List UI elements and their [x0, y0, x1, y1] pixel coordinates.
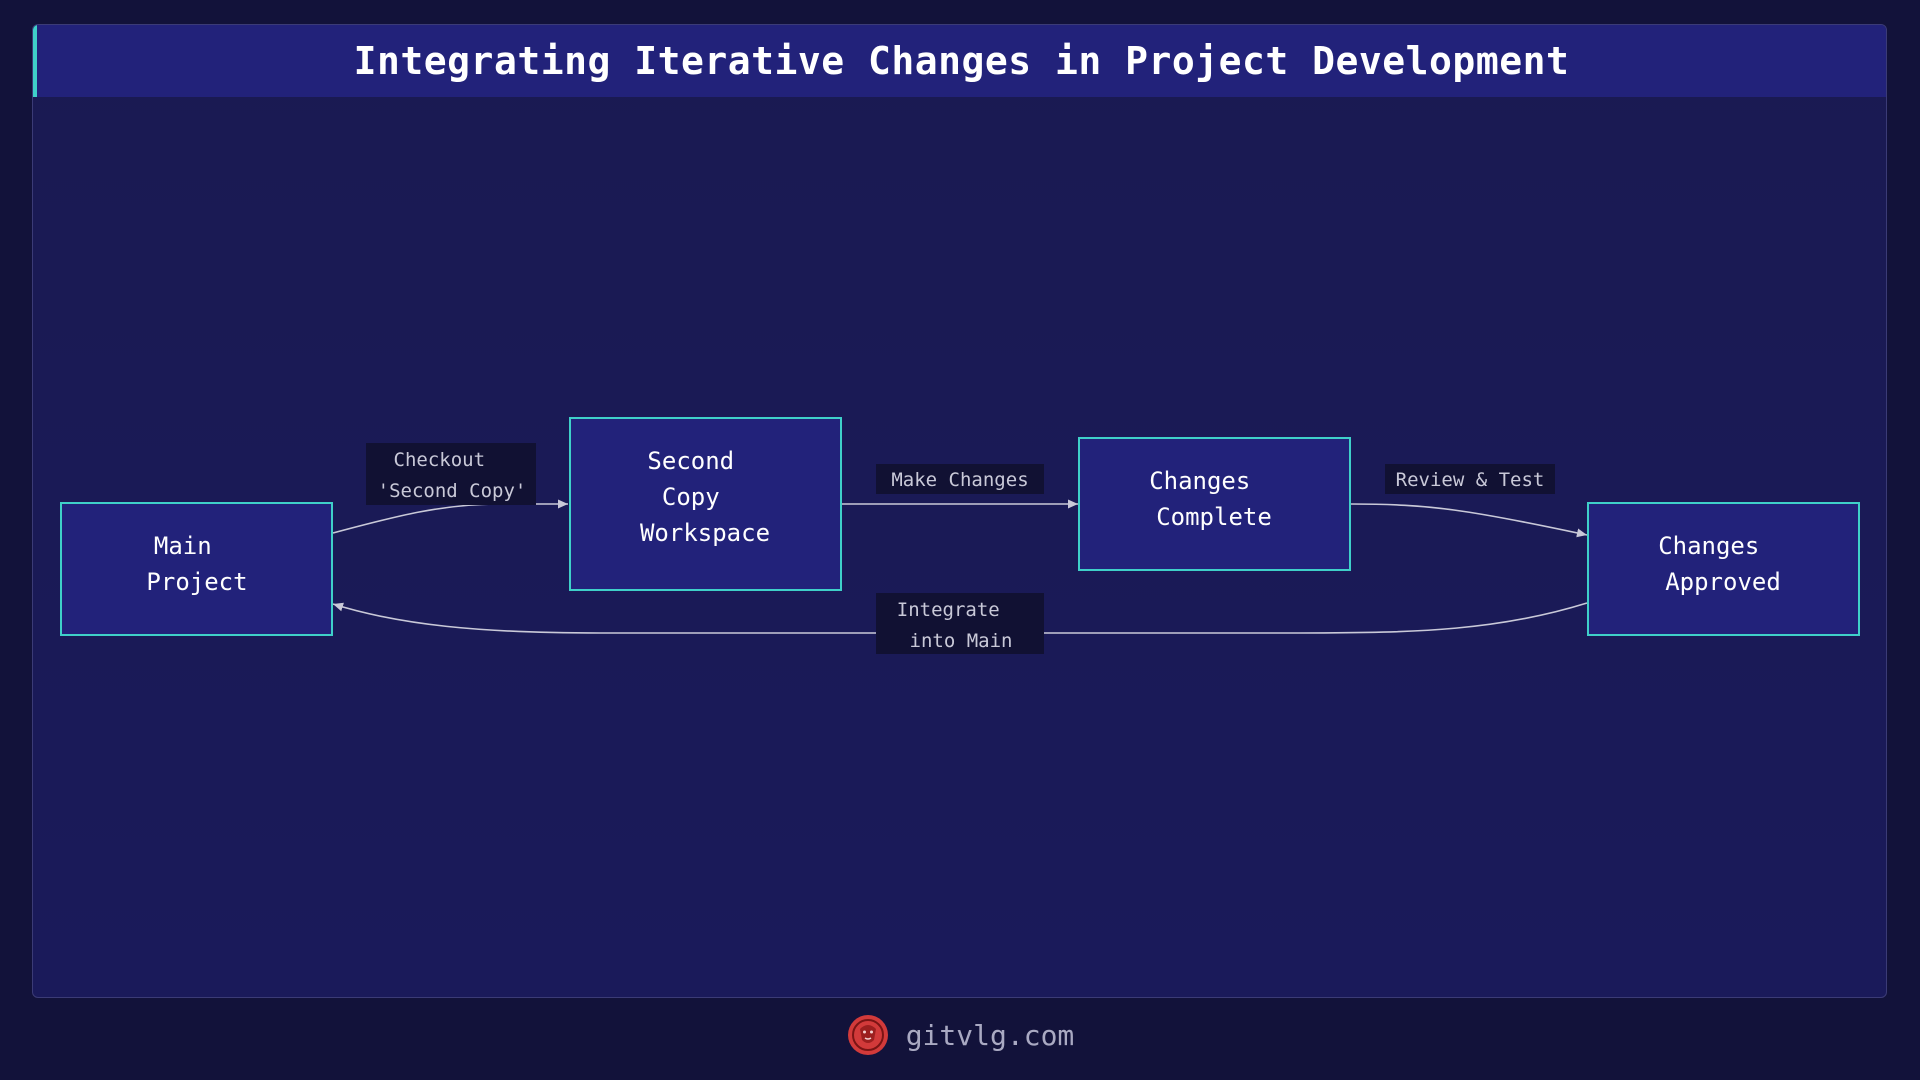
diagram-frame: Integrating Iterative Changes in Project… [32, 24, 1887, 998]
node-label-line: Complete [1156, 503, 1272, 531]
edge-complete-to-approved [1350, 503, 1588, 538]
svg-text:Integrate into Main: Integrate into Main [897, 599, 1013, 652]
node-label-line: Changes [1149, 467, 1250, 495]
page-title: Integrating Iterative Changes in Project… [353, 39, 1570, 83]
edge-label-review-test: Review & Test [1385, 464, 1555, 494]
footer-site[interactable]: gitvlg.com [905, 1018, 1075, 1052]
node-label-line: Workspace [640, 519, 770, 547]
lion-logo-icon [847, 1015, 888, 1055]
title-bar: Integrating Iterative Changes in Project… [33, 25, 1886, 97]
node-label-line: Copy [662, 483, 720, 511]
edge-label-line: Integrate [897, 599, 1000, 621]
edge-approved-to-main [332, 602, 1588, 634]
edge-label-checkout: Checkout 'Second Copy' [366, 443, 536, 505]
node-label-line: Project [146, 568, 247, 596]
node-changes-approved[interactable]: Changes Approved [1587, 502, 1860, 636]
edge-label-make-changes: Make Changes [876, 464, 1044, 494]
svg-text:Changes Complete: Changes Complete [1149, 467, 1272, 531]
svg-text:Make Changes: Make Changes [891, 469, 1028, 491]
svg-text:Review & Test: Review & Test [1396, 469, 1545, 491]
edge-main-to-second [332, 499, 568, 534]
svg-text:Main Project: Main Project [146, 532, 247, 596]
node-changes-complete[interactable]: Changes Complete [1078, 437, 1351, 571]
edge-label-line: into Main [910, 630, 1013, 652]
node-second-copy-workspace[interactable]: Second Copy Workspace [569, 417, 842, 591]
node-main-project[interactable]: Main Project [60, 502, 333, 636]
edge-label-line: Checkout [394, 449, 486, 471]
svg-text:Changes Approved: Changes Approved [1658, 532, 1781, 596]
node-label-line: Approved [1665, 568, 1781, 596]
node-label-line: Main [154, 532, 212, 560]
footer: gitvlg.com [0, 1010, 1920, 1060]
node-label-line: Changes [1658, 532, 1759, 560]
edge-label-integrate: Integrate into Main [876, 593, 1044, 654]
svg-text:Second Copy Worksp: Second Copy Workspace [640, 447, 770, 547]
svg-text:Checkout 'Second Copy': Checkout 'Second Copy' [378, 449, 527, 502]
edge-label-line: 'Second Copy' [378, 480, 527, 502]
edge-label-line: Review & Test [1396, 469, 1545, 491]
edge-label-line: Make Changes [891, 469, 1028, 491]
node-label-line: Second [647, 447, 734, 475]
